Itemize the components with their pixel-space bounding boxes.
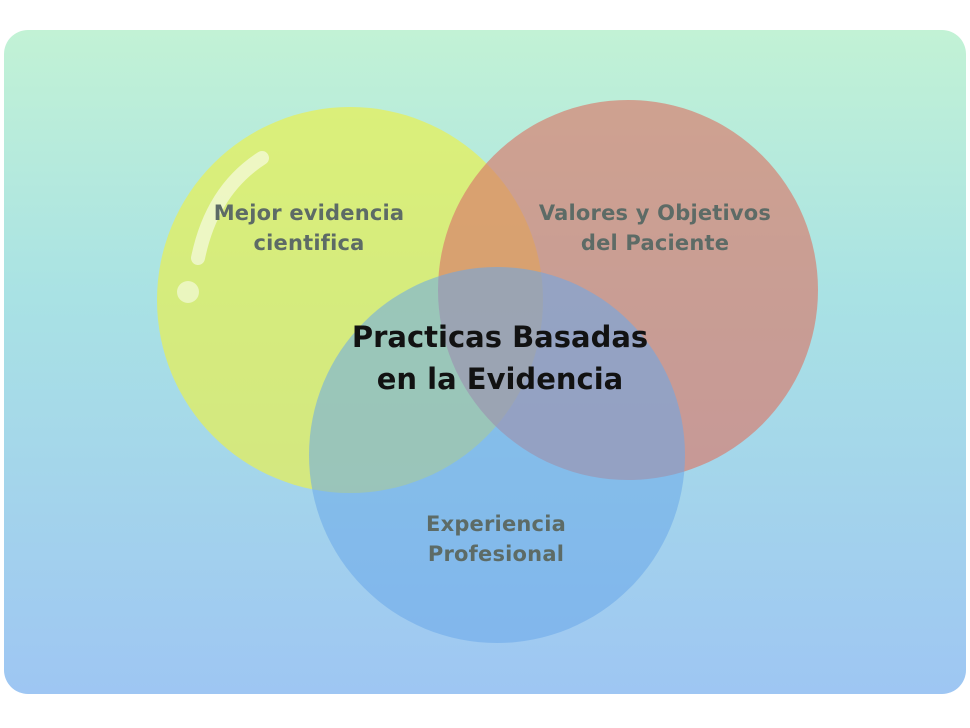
center-label: Practicas Basadas en la Evidencia	[290, 316, 710, 400]
patient-values-label-line-1: Valores y Objetivos	[538, 201, 772, 225]
center-label-line-1: Practicas Basadas	[351, 320, 649, 354]
bubble-highlight-icon	[177, 151, 269, 303]
professional-experience-label: Experiencia Profesional	[366, 509, 626, 570]
patient-values-label-line-2: del Paciente	[580, 231, 730, 256]
evidence-label-line-2: cientifica	[253, 231, 365, 256]
patient-values-label: Valores y Objetivos del Paciente	[510, 198, 800, 259]
professional-experience-label-line-2: Profesional	[427, 542, 565, 567]
evidence-label-line-1: Mejor evidencia	[213, 201, 405, 225]
circle-professional-experience	[309, 267, 685, 643]
center-label-line-2: en la Evidencia	[376, 362, 624, 397]
professional-experience-label-line-1: Experiencia	[426, 512, 566, 536]
evidence-label: Mejor evidencia cientifica	[174, 198, 444, 259]
